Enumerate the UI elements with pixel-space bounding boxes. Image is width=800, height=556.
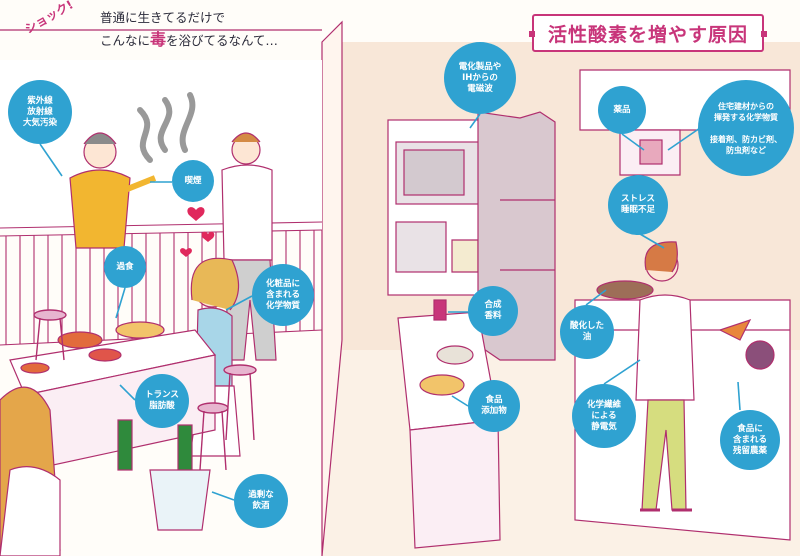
exclaim-line2-a: こんなに: [100, 33, 151, 48]
vegetables: [718, 318, 775, 370]
leader-cosmetics: [225, 295, 253, 311]
label-static: 化学繊維 による 静電気: [572, 384, 636, 448]
label-pesticide: 食品に 含まれる 残留農薬: [720, 410, 780, 470]
leader-overeating: [115, 287, 126, 319]
poison-word: 毒: [150, 30, 167, 49]
leader-static: [603, 359, 641, 385]
leader-building: [667, 127, 701, 151]
microwave-shelf: [387, 119, 495, 296]
wine-bucket: [117, 419, 211, 531]
page-title: 活性酸素を増やす原因: [529, 14, 767, 52]
label-em: 電化製品や IHからの 電磁波: [444, 42, 516, 114]
leader-em: [469, 113, 481, 129]
label-alcohol: 過剰な 飲酒: [234, 474, 288, 528]
leader-uv: [39, 143, 63, 177]
leader-medicine: [621, 133, 645, 151]
label-cosmetics: 化粧品に 含まれる 化学物質: [252, 264, 314, 326]
leader-oil: [585, 289, 607, 306]
label-smoking: 喫煙: [172, 160, 214, 202]
label-stress: ストレス 睡眠不足: [608, 175, 668, 235]
leader-additive: [451, 395, 469, 407]
stools: [33, 309, 257, 471]
leader-transfat: [119, 384, 136, 401]
exclaim-line2-c: を浴びてるなんて…: [166, 33, 278, 48]
exclaim-line1: 普通に生きてるだけで: [100, 10, 226, 25]
label-building: 住宅建材からの 揮発する化学物質 接着剤、防カビ剤、 防虫剤など: [698, 80, 794, 176]
label-flavor: 合成 香料: [468, 286, 518, 336]
woman-cooking: [635, 241, 695, 512]
exclaim-line2: こんなに毒を浴びてるなんて…: [100, 30, 278, 50]
hearts: [180, 207, 215, 257]
label-overeating: 過食: [104, 246, 146, 288]
label-additive: 食品 添加物: [468, 380, 520, 432]
label-transfat: トランス 脂肪酸: [135, 374, 189, 428]
man-smoking: [69, 132, 157, 249]
leader-stress: [639, 233, 665, 249]
room-divider: [321, 20, 343, 556]
smoke: [137, 92, 196, 163]
leader-pesticide: [737, 381, 741, 411]
label-uv: 紫外線 放射線 大気汚染: [8, 80, 72, 144]
woman-drinking: [0, 386, 61, 556]
label-medicine: 薬品: [598, 86, 646, 134]
leader-lines: [39, 113, 741, 501]
label-oil: 酸化した 油: [560, 305, 614, 359]
leader-alcohol: [211, 491, 235, 501]
